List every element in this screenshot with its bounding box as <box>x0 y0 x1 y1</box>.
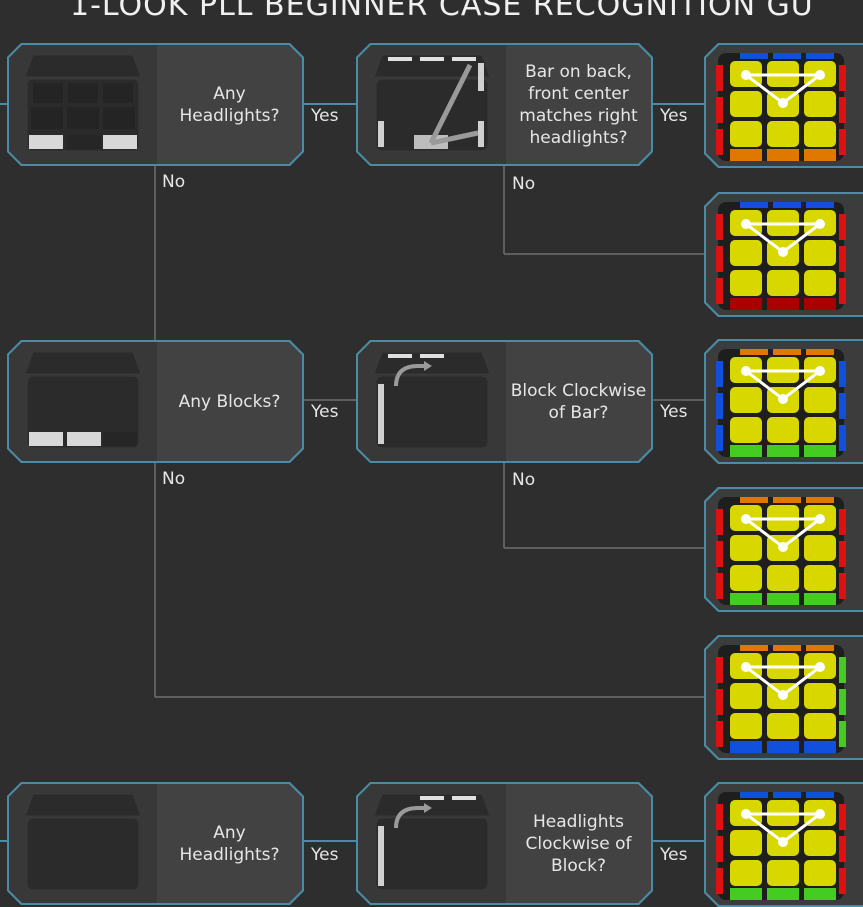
cube-headlights-icon <box>9 784 157 903</box>
pll-case-tile <box>704 43 863 168</box>
pll-case-tile <box>704 635 863 760</box>
yes-label: Yes <box>311 845 339 865</box>
bar-back-question-node: Bar on back, front center matches right … <box>356 43 653 166</box>
cube-blocks-icon <box>9 342 157 461</box>
cube-headlights-icon <box>9 45 157 164</box>
pll-case-tile <box>704 487 863 612</box>
page-title: 1-LOOK PLL BEGINNER CASE RECOGNITION GU <box>70 0 814 23</box>
pll-case-tile <box>704 192 863 317</box>
yes-label: Yes <box>660 106 688 126</box>
node-question: Any Headlights? <box>179 822 280 865</box>
yes-label: Yes <box>311 402 339 422</box>
cube-headlights-arrow-icon <box>358 784 506 903</box>
no-label: No <box>512 174 536 194</box>
blocks-question-node: Any Blocks? <box>7 340 304 463</box>
pll-case-ja-icon <box>716 792 846 900</box>
pll-case-tile <box>704 339 863 464</box>
pll-case-ua-icon <box>716 645 846 753</box>
flowchart-connectors <box>0 103 706 842</box>
cube-block-arrow-icon <box>358 342 506 461</box>
cube-bar-diagonal-icon <box>358 45 506 164</box>
node-question: Bar on back, front center matches right … <box>519 61 638 148</box>
yes-label: Yes <box>660 845 688 865</box>
headlights-question-node: Any Headlights? <box>7 43 304 166</box>
yes-label: Yes <box>660 402 688 422</box>
node-question: Any Headlights? <box>179 83 280 126</box>
node-question: Headlights Clockwise of Block? <box>525 811 632 876</box>
no-label: No <box>162 172 186 192</box>
pll-case-gb-icon <box>716 202 846 310</box>
headlights-clockwise-question-node: Headlights Clockwise of Block? <box>356 782 653 905</box>
block-clockwise-question-node: Block Clockwise of Bar? <box>356 340 653 463</box>
pll-case-ra-icon <box>716 349 846 457</box>
pll-case-ga-icon <box>716 53 846 161</box>
node-question: Block Clockwise of Bar? <box>510 380 647 423</box>
no-label: No <box>512 470 536 490</box>
pll-case-rb-icon <box>716 497 846 605</box>
node-question: Any Blocks? <box>178 391 281 412</box>
yes-label: Yes <box>311 106 339 126</box>
headlights-question-node-2: Any Headlights? <box>7 782 304 905</box>
pll-case-tile <box>704 782 863 907</box>
no-label: No <box>162 469 186 489</box>
